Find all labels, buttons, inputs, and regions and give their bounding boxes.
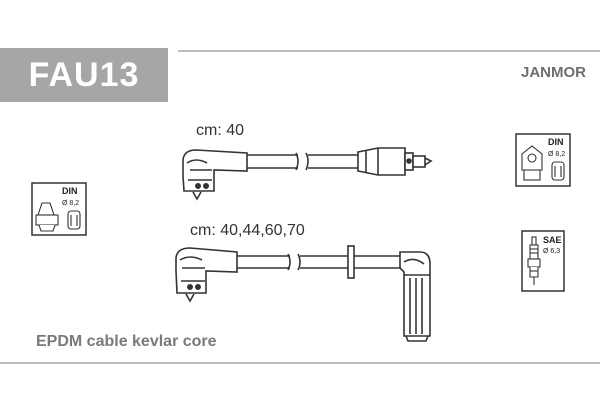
right-sae-diameter: Ø 6,3 <box>543 248 560 255</box>
cable-1-length-label: cm: 40 <box>196 122 245 139</box>
terminal-card-left-din: DIN Ø 8,2 <box>31 182 87 236</box>
brand-name: JANMOR <box>520 64 586 81</box>
header-box <box>0 48 168 102</box>
cable-2-plug-boot <box>399 251 431 337</box>
terminal-card-right-sae: SAE Ø 6,3 <box>521 230 565 292</box>
terminal-card-right-din: DIN Ø 8,2 <box>515 133 571 187</box>
right-din-standard: DIN <box>548 137 564 147</box>
cable-2-angled-boot <box>175 247 238 294</box>
right-din-diameter: Ø 8,2 <box>548 151 565 158</box>
left-din-diameter: Ø 8,2 <box>62 200 79 207</box>
ignition-coil-icon <box>521 145 565 181</box>
product-code: FAU13 <box>28 55 140 94</box>
cable-1 <box>182 147 433 201</box>
bottom-divider <box>0 362 600 364</box>
right-sae-standard: SAE <box>543 235 562 245</box>
distributor-cap-icon <box>35 202 81 232</box>
cable-1-straight-boot <box>357 147 406 176</box>
spark-plug-icon <box>527 236 541 285</box>
cable-description: EPDM cable kevlar core <box>36 333 217 350</box>
cable-2 <box>175 245 431 342</box>
cable-2-length-label: cm: 40,44,60,70 <box>190 222 305 239</box>
top-divider <box>178 50 600 52</box>
left-din-standard: DIN <box>62 186 78 196</box>
